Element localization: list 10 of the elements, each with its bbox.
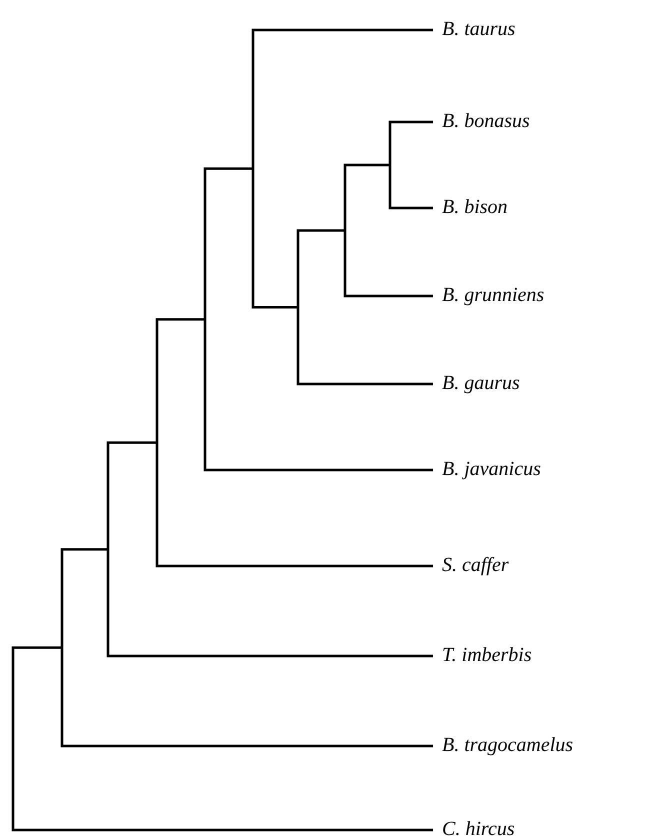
species-label: T. imberbis xyxy=(442,644,532,666)
species-label: B. tragocamelus xyxy=(442,734,574,756)
species-label: B. grunniens xyxy=(442,284,544,306)
species-label: B. bison xyxy=(442,196,508,218)
species-label: C. hircus xyxy=(442,818,515,840)
species-label: B. taurus xyxy=(442,18,516,40)
species-label: B. bonasus xyxy=(442,110,530,132)
species-label: B. gaurus xyxy=(442,372,520,394)
species-label: S. caffer xyxy=(442,554,509,576)
species-label: B. javanicus xyxy=(442,458,541,480)
